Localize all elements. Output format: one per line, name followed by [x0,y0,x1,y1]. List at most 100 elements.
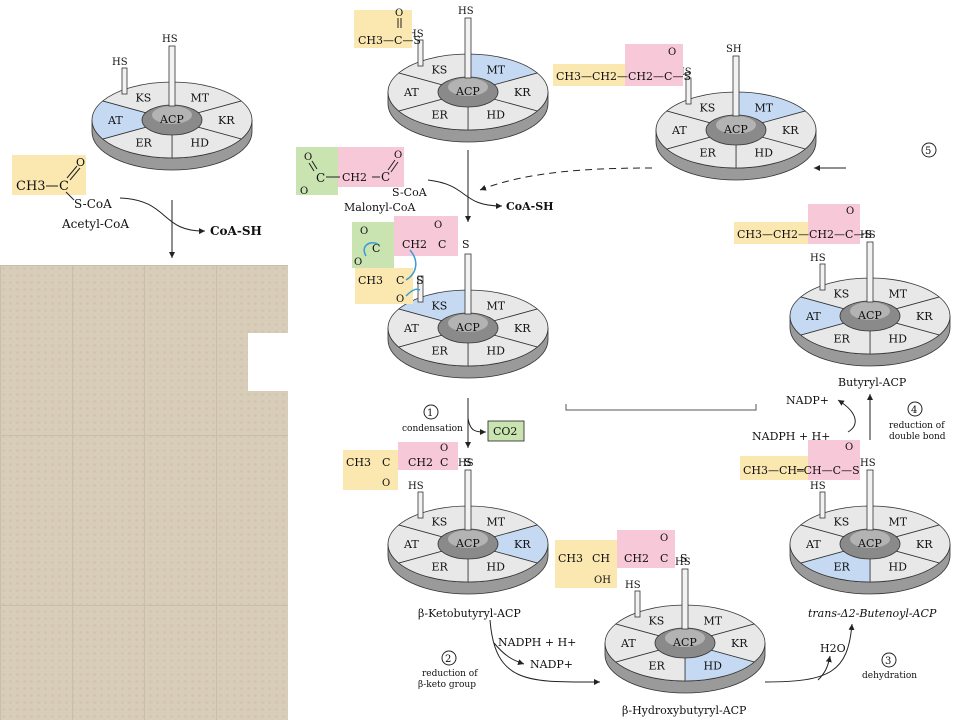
co2-box [487,420,525,442]
segment-label-hd: HD [487,109,506,122]
step4-label2: double bond [889,432,946,442]
wheel-segment-kr [466,524,549,564]
acp-thiol-label: HS [458,458,474,469]
hydroxybutyryl-yellow-box [555,540,617,588]
wheel-segment-kr [868,296,951,336]
segment-label-ks: KS [834,515,850,528]
ks-cysteine-arm [819,491,826,519]
wheel-segment-at [604,623,687,663]
acp-label: ACP [159,113,184,126]
step4-circle [907,401,923,417]
loaded-ch3: CH3 [358,274,383,287]
segment-label-er: ER [649,660,666,673]
butenoyl-yellow-box [740,456,808,480]
wheel-segment-at [387,524,470,564]
ketobutyryl-c: C [382,456,390,469]
white-gap [248,333,290,391]
topright-formula: CH3—CH2—CH2—C—S [556,70,691,83]
step1-label: condensation [402,424,463,434]
ks-thiol-label: HS [112,57,128,68]
step2-cofactor-curve [493,642,525,665]
acetyl-o: O [76,156,85,169]
ks-cysteine-arm [819,263,826,291]
acp-core-highlight [448,530,488,548]
loaded-s2: S [416,274,424,287]
acp-core-highlight [448,314,488,332]
ks-cysteine-arm [121,67,128,95]
step3-arrow [764,623,855,683]
co2-release-arrow [467,417,487,435]
hydroxybutyryl-ch2: CH2 [624,552,649,565]
segment-label-er: ER [432,109,449,122]
butyryl-label: Butyryl-ACP [838,376,907,389]
coa-sh-center: CoA-SH [506,200,554,213]
acp-arm [866,241,874,303]
acp-arm [681,568,689,630]
hydroxybutyryl-ch3: CH3 [558,552,583,565]
acp-thiol-label: HS [458,6,474,17]
wheel-segment-kr [734,110,817,150]
malonyl-c2: C [381,170,390,184]
acetyl-scoa: S-CoA [74,197,112,211]
acetyl-coa-label: Acetyl-CoA [61,217,129,231]
acetyl-ch3: CH3 [16,179,46,194]
textured-panel [0,265,288,720]
segment-label-kr: KR [731,637,748,650]
malonyl-scoa: S-CoA [392,186,428,199]
malonyl-c: C [316,171,325,185]
butenoyl-pink-box [808,440,860,480]
hydroxybutyryl-c: C [660,552,668,565]
acp-arm [168,45,176,107]
step3-label: dehydration [862,671,917,681]
wheel-segment-kr [683,623,766,663]
malonyl-ch2: CH2 [342,171,367,184]
malonyl-coa-label: Malonyl-CoA [344,201,417,214]
step2-label1: reduction of [422,669,478,679]
loaded-c2: C [396,274,404,287]
segment-label-ks: KS [649,614,665,627]
malonyl-o-top: O [304,152,312,163]
top-acetyl-yellow-box [354,10,412,48]
malonyl-release-arrow [427,179,503,209]
coa-sh-left: CoA-SH [210,224,262,238]
butenoyl-o: O [845,442,853,453]
segment-label-hd: HD [755,147,774,160]
top-acetyl-formula: CH3—C—S [358,34,421,47]
segment-label-kr: KR [218,114,235,127]
acp-thiol-label: HS [162,34,178,45]
step2-label2: β-keto group [418,680,476,690]
wheel-segment-at [91,100,174,140]
segment-label-er: ER [700,147,717,160]
step4-nadph: NADPH + H+ [752,430,830,443]
ks-cysteine-arm [417,491,424,519]
step2-nadp: NADP+ [530,658,573,671]
segment-label-mt: MT [704,614,723,627]
step4-nadp: NADP+ [786,394,829,407]
segment-label-at: AT [107,114,123,127]
segment-label-mt: MT [755,101,774,114]
segment-label-mt: MT [487,63,506,76]
wheel-segment-at [387,72,470,112]
recycle-dashed-arrow [479,167,653,191]
ks-cysteine-arm [417,39,424,67]
loaded-o2: O [396,294,404,305]
acp-core-highlight [850,302,890,320]
step4-cofactor-curve [837,399,856,433]
segment-label-kr: KR [916,538,933,551]
acetyl-c: C [59,179,69,194]
segment-label-er: ER [834,561,851,574]
acp-core-highlight [850,530,890,548]
hydroxybutyryl-ch: CH [592,552,610,565]
segment-label-at: AT [805,538,821,551]
electron-arrow-2 [405,249,417,281]
wheel-segment-kr [868,524,951,564]
hydroxybutyryl-pink-box [617,530,675,568]
step3-circle [881,652,897,668]
topright-o: O [668,47,676,58]
step2-num: 2 [445,654,451,665]
electron-arrow-1 [363,242,379,257]
malonyl-o-minus: O [300,186,308,197]
acp-core-highlight [665,629,705,647]
ks-thiol-label: HS [810,253,826,264]
